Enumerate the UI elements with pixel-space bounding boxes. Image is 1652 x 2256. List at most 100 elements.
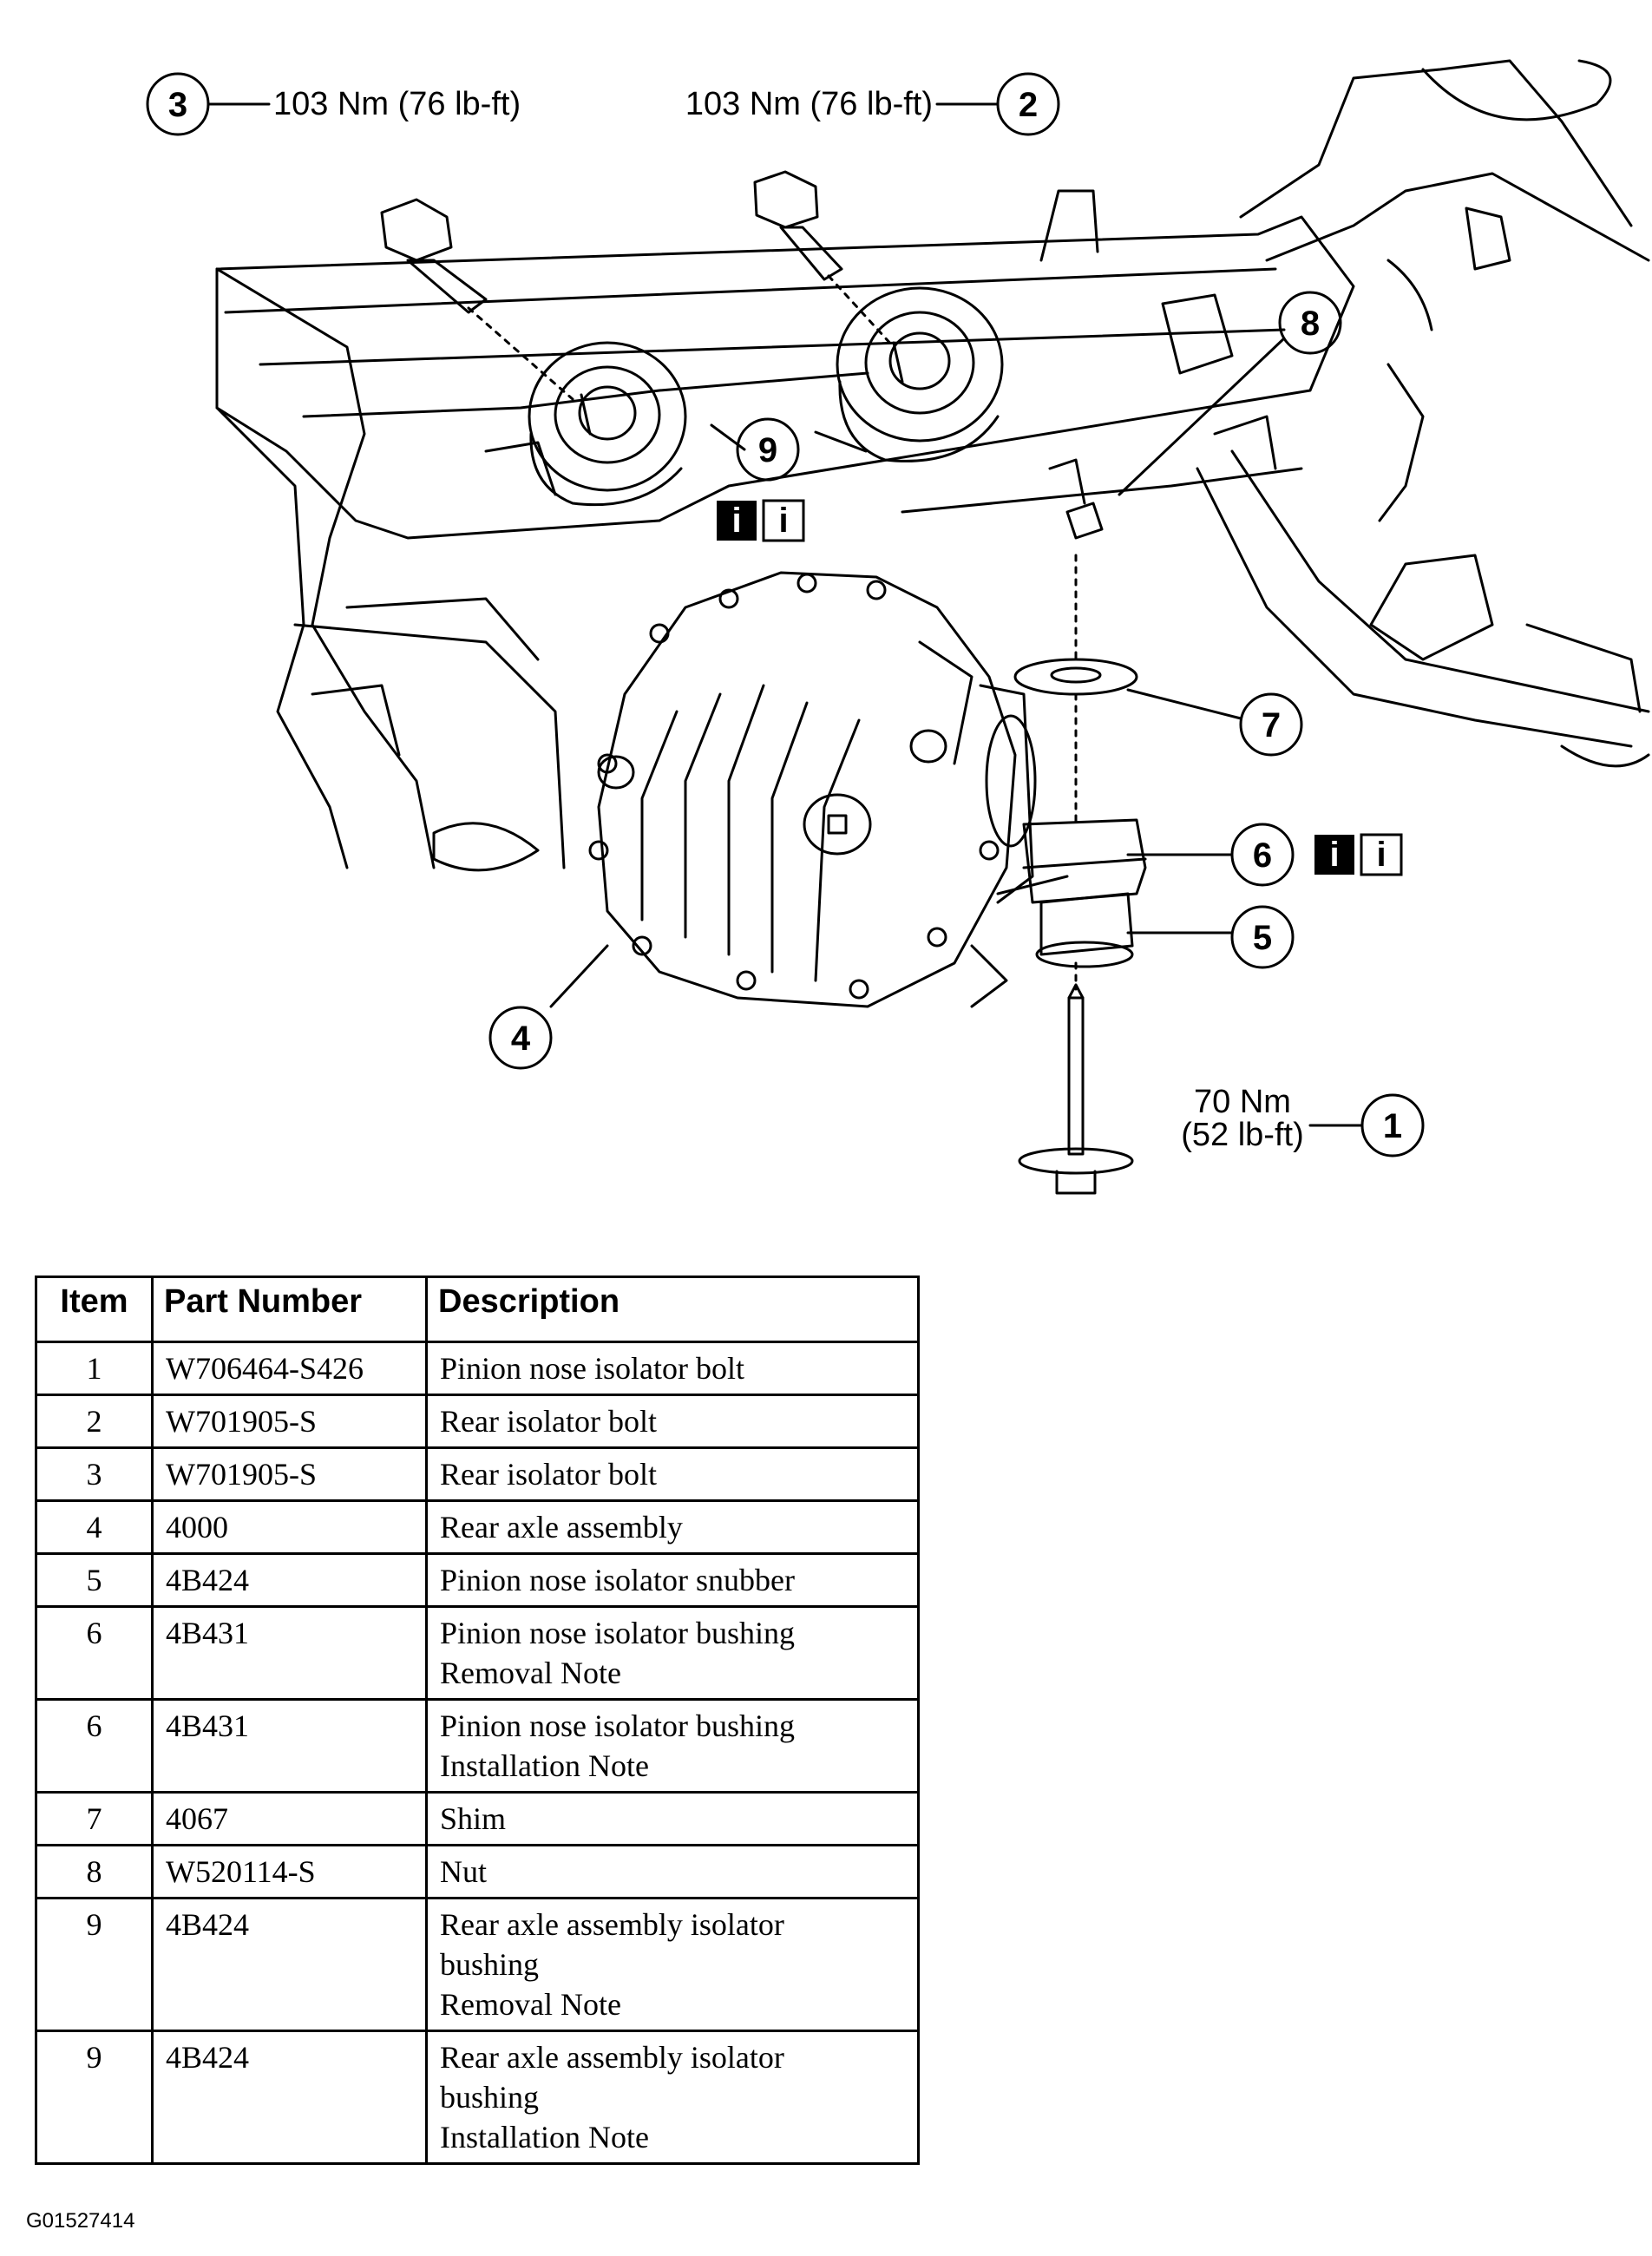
item-cell: 1 <box>35 1341 154 1396</box>
description-line: Removal Note <box>440 1656 621 1690</box>
callout-circle-8 <box>1278 291 1342 355</box>
pinion-nose-bushing <box>996 818 1147 968</box>
description-cell: Pinion nose isolator bolt <box>425 1341 920 1396</box>
part-number-cell: W701905-S <box>151 1394 428 1449</box>
item-cell: 4 <box>35 1499 154 1555</box>
description-line: Rear isolator bolt <box>440 1404 657 1439</box>
callout-number-2: 2 <box>1019 86 1038 124</box>
part-number-cell: W701905-S <box>151 1446 428 1502</box>
description-line: Pinion nose isolator bushing <box>440 1616 796 1650</box>
svg-text:i: i <box>1329 836 1339 874</box>
info-icon-filled: i <box>1314 835 1354 875</box>
rear-isolator-bolt-3 <box>380 198 574 401</box>
description-line: Rear isolator bolt <box>440 1457 657 1492</box>
stud-nut <box>1048 458 1104 540</box>
table-header-row: Item Part Number Description <box>35 1276 920 1343</box>
torque-label-2: 103 Nm (76 lb-ft) <box>685 86 933 122</box>
info-icon-outline: i <box>762 499 805 542</box>
description-line: bushing <box>440 1947 540 1982</box>
part-number-cell: 4B424 <box>151 1552 428 1608</box>
exploded-parts-diagram: i i i i 3 2 9 8 7 6 5 4 1 103 Nm (76 lb-… <box>146 59 1650 1195</box>
left-side-rail <box>215 267 566 872</box>
callout-number-3: 3 <box>168 86 187 124</box>
part-number-cell: 4067 <box>151 1791 428 1846</box>
svg-text:i: i <box>778 502 788 540</box>
part-number-cell: 4B424 <box>151 1897 428 2032</box>
description-line: Installation Note <box>440 1748 649 1783</box>
part-number-cell: 4000 <box>151 1499 428 1555</box>
item-cell: 6 <box>35 1698 154 1794</box>
isolator-bushing-right <box>836 286 1004 462</box>
column-header-description: Description <box>425 1276 920 1343</box>
figure-code: G01527414 <box>26 2209 135 2233</box>
shim <box>1013 658 1138 696</box>
callout-circle-6 <box>1230 823 1295 887</box>
part-number-cell: 4B424 <box>151 2030 428 2165</box>
description-line: Nut <box>440 1854 487 1889</box>
callout-circle-5 <box>1230 905 1295 969</box>
description-cell: Rear axle assembly <box>425 1499 920 1555</box>
description-line: Rear axle assembly isolator <box>440 2040 784 2075</box>
rear-axle-housing <box>588 571 1037 1008</box>
description-line: Removal Note <box>440 1987 621 2022</box>
callout-number-6: 6 <box>1253 836 1272 875</box>
item-cell: 9 <box>35 1897 154 2032</box>
callout-circle-3 <box>146 72 210 136</box>
column-header-part-number: Part Number <box>151 1276 428 1343</box>
description-line: Rear axle assembly isolator <box>440 1907 784 1942</box>
item-cell: 3 <box>35 1446 154 1502</box>
info-icon-outline: i <box>1360 833 1403 876</box>
description-cell: Nut <box>425 1844 920 1899</box>
pinion-nose-isolator-bolt <box>1018 983 1134 1195</box>
callout-number-7: 7 <box>1262 706 1281 744</box>
svg-text:i: i <box>731 502 741 540</box>
description-line: Rear axle assembly <box>440 1510 683 1544</box>
description-cell: Rear isolator bolt <box>425 1394 920 1449</box>
item-cell: 9 <box>35 2030 154 2165</box>
description-line: Pinion nose isolator bolt <box>440 1351 744 1386</box>
part-number-cell: W520114-S <box>151 1844 428 1899</box>
item-cell: 8 <box>35 1844 154 1899</box>
right-side-rail <box>1196 59 1650 768</box>
part-number-cell: W706464-S426 <box>151 1341 428 1396</box>
callout-circle-2 <box>996 72 1060 136</box>
callout-number-8: 8 <box>1301 305 1320 343</box>
part-number-cell: 4B431 <box>151 1698 428 1794</box>
callout-circle-9 <box>736 417 800 482</box>
callout-number-5: 5 <box>1253 919 1272 957</box>
callout-circle-7 <box>1239 692 1303 757</box>
callout-number-9: 9 <box>758 431 777 469</box>
callout-circle-4 <box>488 1006 553 1070</box>
description-line: Shim <box>440 1801 507 1836</box>
item-cell: 2 <box>35 1394 154 1449</box>
callout-circle-1 <box>1360 1093 1425 1158</box>
torque-label-1-lbft: (52 lb-ft) <box>1181 1117 1303 1153</box>
isolator-bushing-left <box>528 341 687 507</box>
item-cell: 5 <box>35 1552 154 1608</box>
callout-number-4: 4 <box>511 1020 531 1058</box>
description-cell: Rear isolator bolt <box>425 1446 920 1502</box>
description-line: Pinion nose isolator bushing <box>440 1708 796 1743</box>
subframe-crossmember <box>215 189 1355 540</box>
description-line: bushing <box>440 2080 540 2115</box>
callout-number-1: 1 <box>1383 1107 1402 1145</box>
description-line: Installation Note <box>440 2120 649 2154</box>
item-cell: 7 <box>35 1791 154 1846</box>
description-cell: Pinion nose isolator snubber <box>425 1552 920 1608</box>
info-icon-filled: i <box>717 501 757 541</box>
rear-isolator-bolt-2 <box>753 170 895 349</box>
